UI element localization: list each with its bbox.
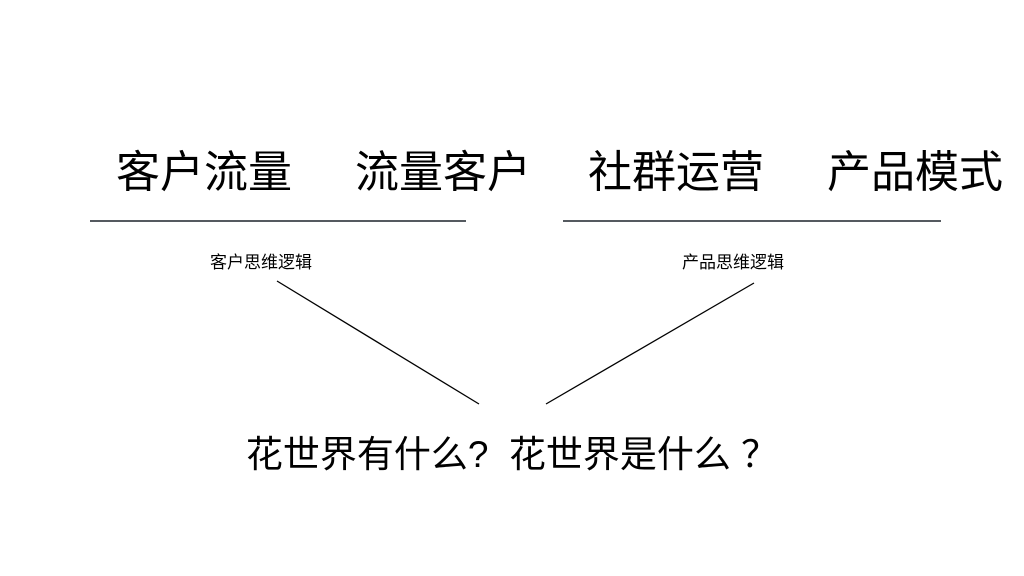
heading-row: 客户流量 流量客户 社群运营 产品模式 — [0, 148, 1024, 204]
conclusion-row: 花世界有什么? 花世界是什么 ？ — [0, 430, 1024, 480]
subtitle-customer-thinking-logic: 客户思维逻辑 — [210, 253, 312, 272]
heading-group-product: 社群运营 产品模式 — [588, 148, 1003, 198]
heading-community-operation: 社群运营 — [588, 148, 764, 197]
heading-customer-traffic: 客户流量 — [116, 148, 292, 197]
question-what-does-flower-world-have: 花世界有什么? — [245, 434, 489, 475]
divider-rule-customer — [90, 220, 466, 222]
connector-line-right — [545, 282, 755, 405]
connector-line-left — [276, 280, 480, 405]
question-what-is-flower-world: 花世界是什么 ？ — [508, 434, 779, 475]
heading-traffic-customer: 流量客户 — [355, 148, 531, 197]
divider-rule-product — [563, 220, 941, 222]
subtitle-product-thinking-logic: 产品思维逻辑 — [682, 253, 784, 272]
heading-group-customer: 客户流量 流量客户 — [116, 148, 531, 198]
heading-product-model: 产品模式 — [827, 148, 1003, 197]
